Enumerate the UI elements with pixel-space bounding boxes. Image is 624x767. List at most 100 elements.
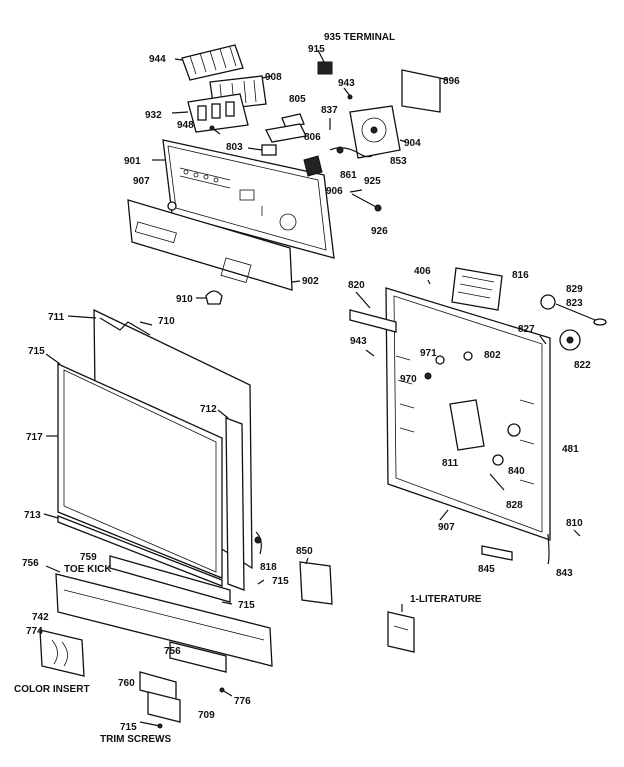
- label-481: 481: [562, 444, 579, 455]
- label-712: 712: [200, 404, 217, 415]
- outer-door-assembly: [39, 308, 333, 729]
- label-902: 902: [302, 276, 319, 287]
- label-710: 710: [158, 316, 175, 327]
- label-840: 840: [508, 466, 525, 477]
- part-774-color-insert: [39, 629, 85, 677]
- label-971: 971: [420, 348, 437, 359]
- label-932: 932: [145, 110, 162, 121]
- part-926-connector: [351, 193, 382, 212]
- label-837: 837: [321, 105, 338, 116]
- label-926: 926: [371, 226, 388, 237]
- part-756-lower-panel: [169, 641, 227, 673]
- part-406-screw: [427, 279, 431, 285]
- inner-door-assembly: [349, 267, 607, 653]
- control-panel-assembly: [127, 44, 449, 305]
- part-803-switch: [247, 144, 277, 156]
- part-944-terminal-strip: [174, 44, 244, 81]
- label-896: 896: [443, 76, 460, 87]
- part-907-knob: [167, 201, 177, 211]
- part-902-console-overlay: [127, 199, 301, 291]
- label-810: 810: [566, 518, 583, 529]
- part-717-door-panel: [45, 353, 223, 579]
- label-850: 850: [296, 546, 313, 557]
- label-907-knob: 907: [133, 176, 150, 187]
- label-717: 717: [26, 432, 43, 443]
- part-943-screw-top: [343, 87, 353, 100]
- label-827: 827: [518, 324, 535, 335]
- part-850-cover: [299, 557, 333, 605]
- label-828: 828: [506, 500, 523, 511]
- label-715-low: 715: [238, 600, 255, 611]
- part-828-screw: [489, 473, 505, 491]
- part-715-screw: [221, 579, 265, 605]
- part-481-rinse-aid: [507, 423, 521, 437]
- part-776-screw: [219, 687, 233, 697]
- part-853-harness-clip: [329, 146, 373, 158]
- part-816-vent: [451, 267, 503, 311]
- part-715-trim-screws: [139, 721, 163, 729]
- label-948: 948: [177, 120, 194, 131]
- label-715-top: 715: [28, 346, 45, 357]
- label-709: 709: [198, 710, 215, 721]
- label-760: 760: [118, 678, 135, 689]
- label-756-top: 756: [22, 558, 39, 569]
- part-901-control-panel: [152, 139, 335, 259]
- label-943-lower: 943: [350, 336, 367, 347]
- label-406: 406: [414, 266, 431, 277]
- part-840-gasket: [492, 454, 504, 466]
- part-713-bottom-trim: [43, 513, 223, 587]
- label-literature: 1-LITERATURE: [410, 594, 482, 605]
- label-711: 711: [48, 312, 65, 323]
- part-943-screw-lower: [365, 349, 375, 357]
- part-827-screw: [539, 335, 547, 345]
- part-712-side-trim: [217, 409, 245, 591]
- label-823: 823: [566, 298, 583, 309]
- label-759: 759: [80, 552, 97, 563]
- label-935-terminal: 935 TERMINAL: [324, 32, 395, 43]
- label-910: 910: [176, 294, 193, 305]
- label-907-door: 907: [438, 522, 455, 533]
- label-742: 742: [32, 612, 49, 623]
- part-904-timer: [349, 105, 407, 159]
- part-925-screw: [349, 189, 363, 193]
- part-806-insulator: [265, 123, 307, 143]
- part-810-screw: [573, 529, 581, 537]
- part-948-screw: [209, 125, 221, 135]
- label-color-insert: COLOR INSERT: [14, 684, 90, 695]
- label-853: 853: [390, 156, 407, 167]
- label-861: 861: [340, 170, 357, 181]
- part-literature-booklet: [387, 604, 415, 653]
- label-904: 904: [404, 138, 421, 149]
- label-774: 774: [26, 626, 43, 637]
- label-822: 822: [574, 360, 591, 371]
- label-713: 713: [24, 510, 41, 521]
- part-896-panel-sheet: [401, 69, 449, 113]
- label-906: 906: [326, 186, 343, 197]
- label-805: 805: [289, 94, 306, 105]
- label-915: 915: [308, 44, 325, 55]
- label-803: 803: [226, 142, 243, 153]
- part-932-switch-bracket: [171, 93, 249, 133]
- part-829-cap: [540, 294, 556, 310]
- part-861-switch: [303, 155, 323, 177]
- label-trim-screws: TRIM SCREWS: [100, 734, 171, 745]
- part-756-toe-kick: [45, 565, 273, 667]
- part-971-bracket: [435, 355, 445, 365]
- part-823-spring: [555, 303, 607, 326]
- label-811: 811: [442, 458, 459, 469]
- label-901: 901: [124, 156, 141, 167]
- label-845: 845: [478, 564, 495, 575]
- label-818: 818: [260, 562, 277, 573]
- part-843-gasket: [547, 533, 550, 565]
- part-709-trim: [147, 691, 181, 723]
- part-811-dispenser: [449, 399, 485, 451]
- label-843: 843: [556, 568, 573, 579]
- label-943-top: 943: [338, 78, 355, 89]
- label-829: 829: [566, 284, 583, 295]
- label-925: 925: [364, 176, 381, 187]
- label-715-trim: 715: [120, 722, 137, 733]
- label-802: 802: [484, 350, 501, 361]
- label-820: 820: [348, 280, 365, 291]
- part-820-vent-duct: [349, 291, 397, 333]
